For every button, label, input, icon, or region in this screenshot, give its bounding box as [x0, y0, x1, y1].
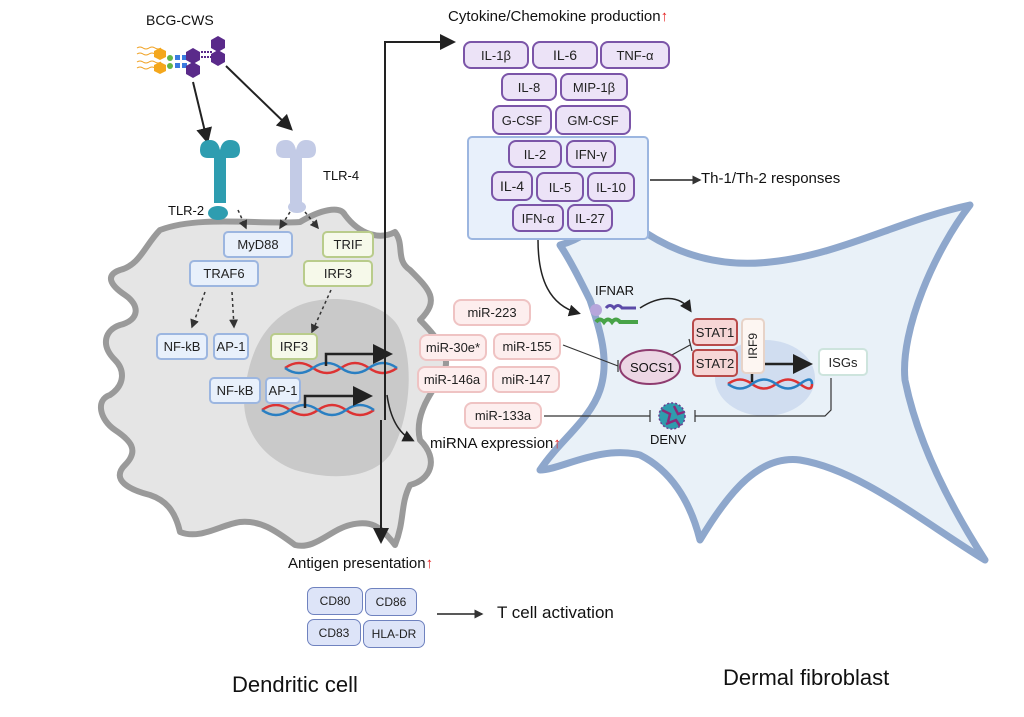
- costim-marker-box: CD83: [307, 619, 361, 646]
- cytokine-production-title: Cytokine/Chemokine production↑: [448, 8, 668, 25]
- myd88-box: MyD88: [223, 231, 293, 258]
- cytokine-box: IL-4: [491, 171, 533, 201]
- mirna-box: miR-155: [493, 333, 561, 360]
- ifnar-label: IFNAR: [595, 283, 634, 298]
- irf9-label: IRF9: [746, 332, 761, 360]
- irf9-box: IRF9: [741, 318, 765, 374]
- denv-label: DENV: [650, 432, 687, 447]
- inhibit-mir155-socs1: [562, 344, 619, 367]
- traf6-box: TRAF6: [189, 260, 259, 287]
- cytokine-box: MIP-1β: [560, 73, 628, 101]
- bcg-cws-glyph: [136, 36, 225, 78]
- cytokine-box: IL-27: [567, 204, 613, 232]
- mirna-box: miR-133a: [464, 402, 542, 429]
- nfkb-nuclear-box: NF-kB: [209, 377, 261, 404]
- mirna-box: miR-146a: [417, 366, 487, 393]
- dermal-fibroblast-label: Dermal fibroblast: [723, 665, 890, 690]
- arrow-to-cytokines: [384, 34, 456, 420]
- cytokine-box: IL-10: [587, 172, 635, 202]
- costim-marker-box: CD86: [365, 588, 417, 616]
- arrow-bcg-to-tlr4: [225, 65, 293, 131]
- dna-strand-isg: [727, 378, 814, 390]
- mirna-box: miR-147: [492, 366, 560, 393]
- tlr2-receptor-icon: [200, 140, 240, 220]
- cytokine-box: IL-5: [536, 172, 584, 202]
- inhibit-socs1-stat1: [669, 344, 691, 357]
- irf3-cytoplasm-box: IRF3: [303, 260, 373, 287]
- mirna-box: miR-30e*: [419, 334, 487, 361]
- mirna-expression-title: miRNA expression↑: [430, 435, 561, 452]
- costim-marker-box: HLA-DR: [363, 620, 425, 648]
- bcg-cws-label: BCG-CWS: [146, 12, 214, 28]
- cytokine-box: IFN-α: [512, 204, 564, 232]
- socs1-label: SOCS1: [630, 360, 675, 375]
- arrow-bcg-to-tlr2: [192, 81, 212, 144]
- fibroblast-nucleus: [715, 340, 815, 416]
- cytokine-box: TNF-α: [600, 41, 670, 69]
- cytokine-box: IFN-γ: [566, 140, 616, 168]
- stat2-box: STAT2: [692, 349, 738, 377]
- denv-virus-icon: [658, 402, 686, 430]
- arrow-to-mirna: [386, 394, 415, 442]
- antigen-presentation-title: Antigen presentation↑: [288, 555, 433, 572]
- cytokine-box: GM-CSF: [555, 105, 631, 135]
- up-arrow-icon: ↑: [553, 435, 561, 452]
- ap1-nuclear-box: AP-1: [265, 377, 301, 404]
- irf3-nuclear-box: IRF3: [270, 333, 318, 360]
- cytokine-box: G-CSF: [492, 105, 552, 135]
- socs1-shape: [619, 349, 681, 385]
- trif-box: TRIF: [322, 231, 374, 258]
- ifnar-receptor-icon: [590, 304, 638, 326]
- costim-marker-box: CD80: [307, 587, 363, 615]
- tlr2-label: TLR-2: [168, 203, 205, 218]
- inhibit-isgs-denv: [695, 378, 832, 417]
- stat1-box: STAT1: [692, 318, 738, 346]
- tlr4-label: TLR-4: [323, 168, 360, 183]
- up-arrow-icon: ↑: [425, 555, 434, 572]
- isgs-box: ISGs: [818, 348, 868, 376]
- up-arrow-icon: ↑: [660, 8, 669, 25]
- mirna-box: miR-223: [453, 299, 531, 326]
- antigen-title-text: Antigen presentation: [288, 555, 426, 572]
- ap1-cytoplasm-box: AP-1: [213, 333, 249, 360]
- cytokine-box: IL-6: [532, 41, 598, 69]
- th-response-label: Th-1/Th-2 responses: [701, 170, 841, 187]
- t-cell-activation-label: T cell activation: [497, 603, 614, 622]
- arrow-ifn-to-ifnar: [537, 239, 581, 317]
- cytokine-box: IL-1β: [463, 41, 529, 69]
- cytokine-title-text: Cytokine/Chemokine production: [448, 8, 661, 25]
- arrow-ifnar-to-stat: [639, 297, 692, 313]
- mirna-title-text: miRNA expression: [430, 435, 554, 452]
- nfkb-cytoplasm-box: NF-kB: [156, 333, 208, 360]
- tlr4-receptor-icon: [276, 140, 316, 213]
- cytokine-box: IL-8: [501, 73, 557, 101]
- dendritic-cell-label: Dendritic cell: [232, 672, 358, 697]
- cytokine-box: IL-2: [508, 140, 562, 168]
